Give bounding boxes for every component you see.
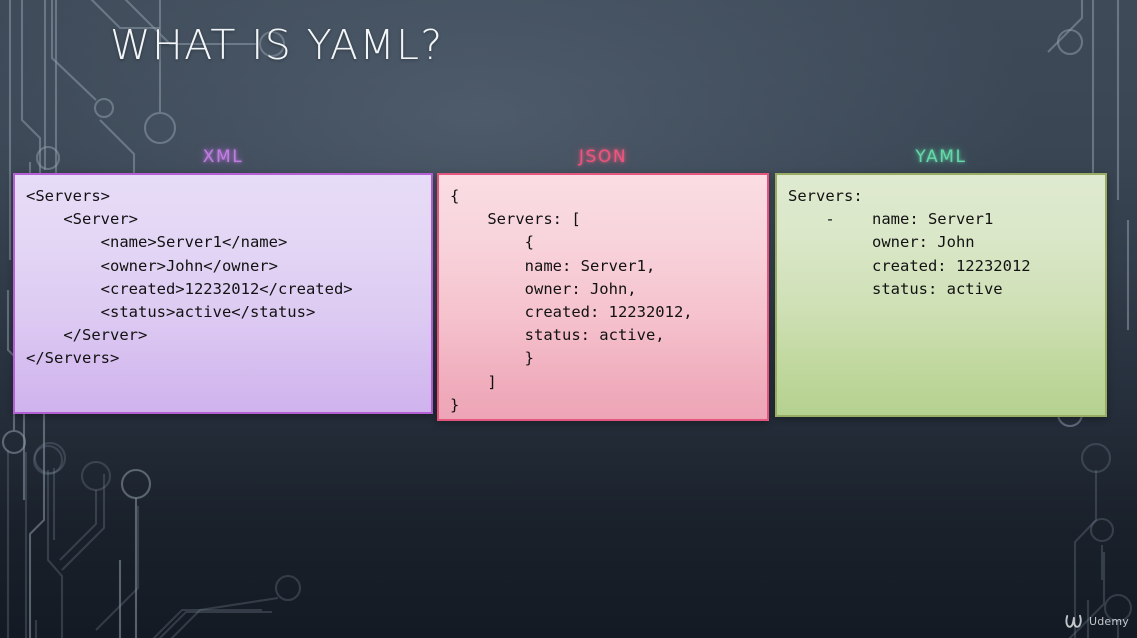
code-panel-xml: <Servers> <Server> <name>Server1</name> … <box>13 173 433 414</box>
page-title: WHAT IS YAML? <box>110 21 444 69</box>
circuit-bottom-left <box>6 441 302 638</box>
column-label-json: JSON <box>578 147 628 167</box>
column-label-xml: XML <box>202 147 244 167</box>
udemy-logo: Udemy <box>1065 614 1129 629</box>
udemy-u-icon <box>1065 614 1082 628</box>
code-panel-json: { Servers: [ { name: Server1, owner: Joh… <box>437 173 769 421</box>
code-block-yaml: Servers: - name: Server1 owner: John cre… <box>788 187 1031 298</box>
code-block-xml: <Servers> <Server> <name>Server1</name> … <box>26 187 353 368</box>
circuit-bottom-right <box>1068 442 1133 638</box>
code-block-json: { Servers: [ { name: Server1, owner: Joh… <box>450 187 693 414</box>
column-label-yaml: YAML <box>915 147 967 167</box>
udemy-wordmark: Udemy <box>1088 615 1129 628</box>
code-panel-yaml: Servers: - name: Server1 owner: John cre… <box>775 173 1107 417</box>
